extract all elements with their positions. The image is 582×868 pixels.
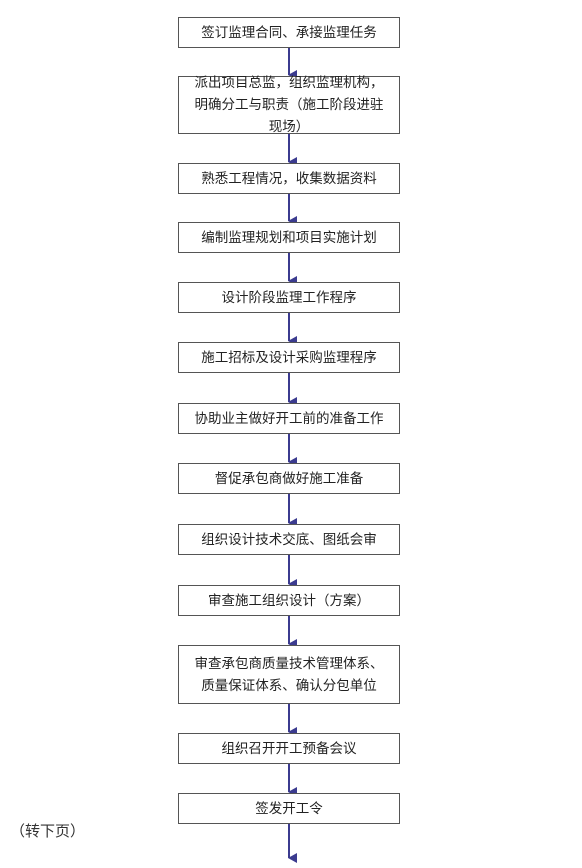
step-label: 编制监理规划和项目实施计划 (201, 229, 377, 246)
step-label: 设计阶段监理工作程序 (221, 289, 357, 306)
step-review-construction-design: 审查施工组织设计（方案） (178, 585, 400, 616)
continued-note: （转下页） (10, 822, 86, 840)
step-label: 协助业主做好开工前的准备工作 (194, 410, 384, 427)
step-assist-owner: 协助业主做好开工前的准备工作 (178, 403, 400, 434)
step-urge-contractor: 督促承包商做好施工准备 (178, 463, 400, 494)
step-review-quality-system: 审查承包商质量技术管理体系、质量保证体系、确认分包单位 (178, 645, 400, 704)
step-label: 组织召开开工预备会议 (221, 740, 357, 757)
step-label: 审查施工组织设计（方案） (208, 592, 370, 609)
step-label: 督促承包商做好施工准备 (214, 470, 364, 487)
step-kickoff-meeting: 组织召开开工预备会议 (178, 733, 400, 764)
step-sign-contract: 签订监理合同、承接监理任务 (178, 17, 400, 48)
step-design-procedure: 设计阶段监理工作程序 (178, 282, 400, 313)
step-issue-start-order: 签发开工令 (178, 793, 400, 824)
step-design-disclosure: 组织设计技术交底、图纸会审 (178, 524, 400, 555)
step-compile-plan: 编制监理规划和项目实施计划 (178, 222, 400, 253)
step-bidding-procedure: 施工招标及设计采购监理程序 (178, 342, 400, 373)
step-label: 施工招标及设计采购监理程序 (201, 349, 377, 366)
step-label: 组织设计技术交底、图纸会审 (201, 531, 377, 548)
step-label: 熟悉工程情况，收集数据资料 (201, 170, 377, 187)
step-label: 派出项目总监，组织监理机构，明确分工与职责（施工阶段进驻现场） (194, 75, 384, 135)
step-collect-data: 熟悉工程情况，收集数据资料 (178, 163, 400, 194)
step-label: 签订监理合同、承接监理任务 (201, 24, 377, 41)
step-assign-director: 派出项目总监，组织监理机构，明确分工与职责（施工阶段进驻现场） (178, 75, 400, 135)
step-label: 审查承包商质量技术管理体系、质量保证体系、确认分包单位 (194, 655, 384, 694)
step-label: 签发开工令 (255, 800, 323, 817)
